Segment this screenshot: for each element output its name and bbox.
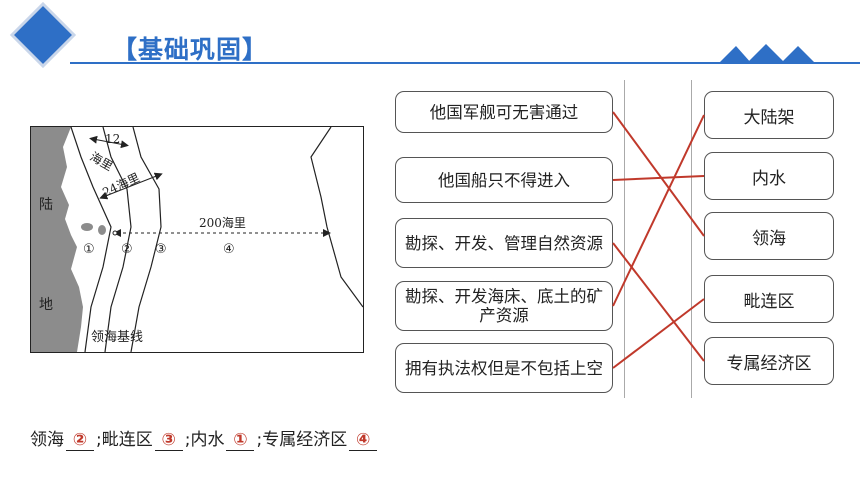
match-line	[612, 111, 705, 237]
land-label: 陆	[39, 197, 53, 213]
zone-2-label: ②	[121, 242, 133, 257]
right-item-label: 内水	[752, 168, 786, 189]
distance-200-label: 200海里	[199, 215, 246, 230]
left-item-box[interactable]: 他国军舰可无害通过	[395, 91, 613, 133]
left-item-label: 他国船只不得进入	[438, 170, 570, 190]
distance-12-label: 12	[105, 132, 120, 146]
right-item-label: 毗连区	[743, 291, 795, 312]
right-item-label: 专属经济区	[726, 353, 812, 374]
territorial-sea-limit	[102, 127, 132, 352]
column-divider	[624, 80, 625, 398]
right-item-label: 大陆架	[743, 107, 795, 128]
match-line	[612, 242, 705, 362]
right-item-label: 领海	[752, 228, 786, 249]
answer-blank[interactable]: ①	[226, 430, 255, 451]
answer-blank[interactable]: ②	[66, 430, 94, 451]
answer-blank[interactable]: ④	[349, 430, 378, 451]
answer-separator: ;	[256, 430, 263, 450]
page-title: 【基础巩固】	[112, 35, 269, 64]
land-area	[31, 127, 83, 352]
right-item-box[interactable]: 大陆架	[704, 91, 834, 139]
baseline-label: 领海基线	[91, 330, 143, 345]
left-item-box[interactable]: 他国船只不得进入	[395, 157, 613, 203]
eez-limit	[310, 127, 363, 308]
answer-label: 专属经济区	[262, 430, 348, 450]
contiguous-zone-limit	[130, 127, 162, 352]
match-line	[612, 114, 705, 307]
zone-3-label: ③	[155, 242, 167, 257]
left-item-label: 拥有执法权但是不包括上空	[405, 358, 603, 378]
mountain-decoration-icon	[718, 40, 818, 64]
baseline-line	[70, 127, 112, 352]
zone-4-label: ④	[223, 242, 235, 257]
answer-label: 毗连区	[101, 430, 153, 450]
right-item-box[interactable]: 领海	[704, 212, 834, 260]
answer-label: 内水	[190, 430, 225, 450]
answer-blank[interactable]: ③	[154, 430, 183, 451]
column-divider	[691, 80, 692, 398]
left-item-box[interactable]: 勘探、开发海床、底土的矿产资源	[395, 281, 613, 331]
right-item-box[interactable]: 专属经济区	[704, 337, 834, 385]
answer-separator: ;	[184, 430, 191, 450]
left-item-label: 他国军舰可无害通过	[429, 102, 579, 122]
diamond-logo-icon	[8, 0, 78, 70]
zone-1-label: ①	[83, 242, 95, 257]
right-item-box[interactable]: 毗连区	[704, 275, 834, 323]
left-item-label: 勘探、开发海床、底土的矿产资源	[405, 287, 603, 325]
answer-separator: ;	[96, 430, 102, 450]
right-item-box[interactable]: 内水	[704, 152, 834, 200]
answer-label: 领海	[30, 430, 64, 450]
land-label: 地	[39, 297, 53, 313]
left-item-box[interactable]: 勘探、开发、管理自然资源	[395, 218, 613, 268]
left-item-label: 勘探、开发、管理自然资源	[405, 233, 603, 253]
title-underline	[70, 62, 860, 64]
island	[98, 225, 106, 235]
match-line	[612, 298, 705, 369]
maritime-zones-diagram: 陆 地 12 海里 24海里 200海里 ① ② ③ ④ 领海基线	[30, 126, 364, 353]
island	[81, 223, 93, 231]
left-item-box[interactable]: 拥有执法权但是不包括上空	[395, 343, 613, 393]
match-line	[612, 175, 705, 181]
